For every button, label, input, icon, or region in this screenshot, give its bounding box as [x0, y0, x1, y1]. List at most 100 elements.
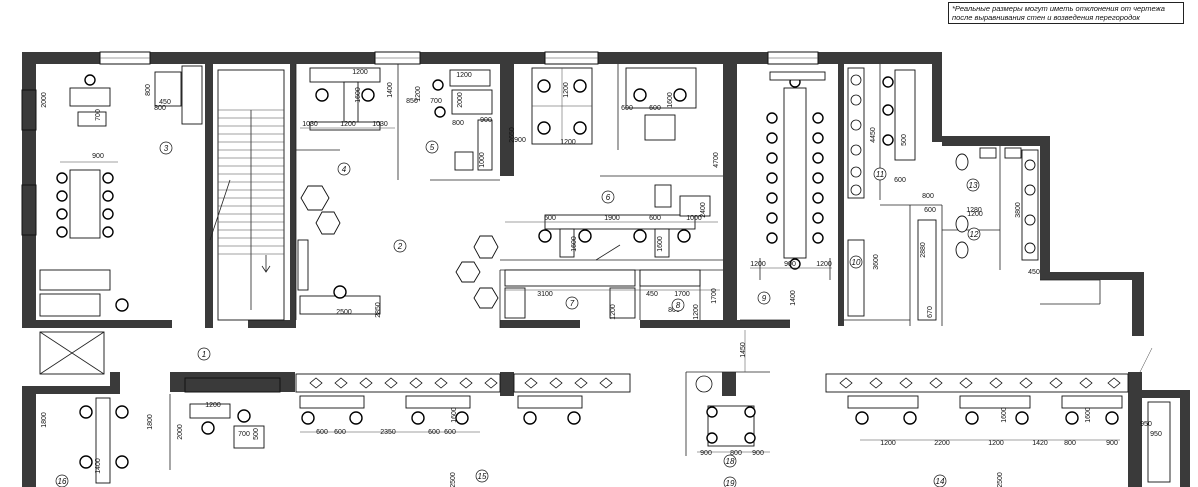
room-number-2: 2 — [393, 239, 407, 253]
dimension-label: 450 — [646, 291, 658, 298]
svg-text:12: 12 — [970, 230, 979, 239]
svg-text:2: 2 — [397, 242, 403, 251]
dimension-label: 800 — [1064, 440, 1076, 447]
dimension-label: 2880 — [920, 242, 927, 258]
dimension-label: 950 — [1140, 421, 1152, 428]
dimension-label: 3100 — [537, 291, 553, 298]
dimension-label: 450 — [159, 99, 171, 106]
room-number-9: 9 — [757, 291, 771, 305]
dimension-label: 1420 — [1032, 440, 1048, 447]
dimension-label: 1280 — [966, 207, 982, 214]
dimension-label: 1600 — [1085, 407, 1092, 423]
dimension-label: 1030 — [302, 121, 318, 128]
dimension-label: 800 — [452, 120, 464, 127]
dimension-label: 600 — [649, 105, 661, 112]
dimension-label: 2500 — [450, 472, 457, 487]
dimension-label: 1200 — [563, 82, 570, 98]
dimension-label: 600 — [316, 429, 328, 436]
dimension-label: 1200 — [610, 304, 617, 320]
dimension-label: 950 — [1150, 431, 1162, 438]
dimension-label: 1600 — [1001, 407, 1008, 423]
dimension-label: 1800 — [147, 414, 154, 430]
svg-text:4: 4 — [342, 165, 347, 174]
disclaimer-note: *Реальные размеры могут иметь отклонения… — [948, 2, 1184, 24]
svg-text:8: 8 — [676, 301, 681, 310]
dimension-label: 1200 — [340, 121, 356, 128]
room-number-3: 3 — [159, 141, 173, 155]
dimension-label: 1000 — [479, 152, 486, 168]
dimension-label: 1200 — [693, 304, 700, 320]
svg-text:14: 14 — [936, 477, 945, 486]
dimension-label: 500 — [253, 428, 260, 440]
dimension-label: 900 — [480, 117, 492, 124]
room-10-11-furniture — [847, 67, 937, 321]
svg-text:3: 3 — [164, 144, 169, 153]
svg-text:11: 11 — [876, 170, 884, 179]
room-number-16: 16 — [55, 474, 69, 487]
dimension-label: 3600 — [873, 254, 880, 270]
dimension-label: 1400 — [387, 82, 394, 98]
dimension-label: 1600 — [657, 236, 664, 252]
room-2-furniture — [297, 185, 499, 315]
dimension-label: 900 — [92, 153, 104, 160]
room-4-5-furniture — [309, 67, 493, 171]
dimension-label: 800 — [145, 84, 152, 96]
svg-text:18: 18 — [726, 457, 735, 466]
svg-text:19: 19 — [726, 479, 735, 487]
dimension-label: 600 — [894, 177, 906, 184]
dimension-label: 700 — [430, 98, 442, 105]
dimension-label: 4450 — [870, 127, 877, 143]
stairs — [209, 69, 285, 321]
dimension-label: 1200 — [415, 86, 422, 102]
dimension-label: 1600 — [667, 92, 674, 108]
dimension-label: 1200 — [750, 261, 766, 268]
room-number-19: 19 — [723, 476, 737, 487]
dimension-label: 2500 — [336, 309, 352, 316]
dimension-label: 1200 — [816, 261, 832, 268]
disclaimer-line-2: после выравнивания стен и возведения пер… — [952, 13, 1140, 22]
dimension-label: 1200 — [880, 440, 896, 447]
dimension-label: 1700 — [674, 291, 690, 298]
partitions — [295, 64, 1101, 328]
dimension-label: 1200 — [456, 72, 472, 79]
elevator — [39, 331, 105, 375]
dimension-label: 900 — [514, 137, 526, 144]
room-number-8: 8 — [671, 298, 685, 312]
dimension-label: 600 — [544, 215, 556, 222]
room-number-5: 5 — [425, 140, 439, 154]
dimension-label: 900 — [1106, 440, 1118, 447]
svg-text:10: 10 — [852, 258, 861, 267]
dimension-label: 1200 — [967, 211, 983, 218]
svg-text:9: 9 — [762, 294, 767, 303]
dimension-label: 600 — [444, 429, 456, 436]
room-number-7: 7 — [565, 296, 579, 310]
dimension-label: 1200 — [560, 139, 576, 146]
room-number-11: 11 — [873, 167, 887, 181]
dimension-label: 2200 — [934, 440, 950, 447]
dimension-label: 1200 — [205, 402, 221, 409]
dimension-label: 800 — [668, 307, 680, 314]
room-number-12: 12 — [967, 227, 981, 241]
dimension-label: 1900 — [604, 215, 620, 222]
dimension-label: 600 — [621, 105, 633, 112]
dimension-label: 670 — [927, 306, 934, 318]
svg-text:15: 15 — [478, 472, 487, 481]
dimension-label: 1450 — [740, 342, 747, 358]
svg-text:7: 7 — [570, 299, 575, 308]
svg-text:13: 13 — [969, 181, 978, 190]
room-number-18: 18 — [723, 454, 737, 468]
dimension-label: 1400 — [790, 290, 797, 306]
room-6-furniture — [531, 67, 711, 258]
room-3-furniture — [39, 65, 203, 317]
dimension-label: 800 — [922, 193, 934, 200]
room-7-8-furniture — [504, 269, 701, 319]
dimension-label: 1600 — [451, 407, 458, 423]
planter-strips — [295, 373, 1129, 393]
dimension-label: 900 — [784, 261, 796, 268]
exterior-walls — [22, 52, 1144, 336]
dimension-label: 900 — [752, 450, 764, 457]
dimension-label: 800 — [730, 450, 742, 457]
dimension-label: 2000 — [177, 424, 184, 440]
